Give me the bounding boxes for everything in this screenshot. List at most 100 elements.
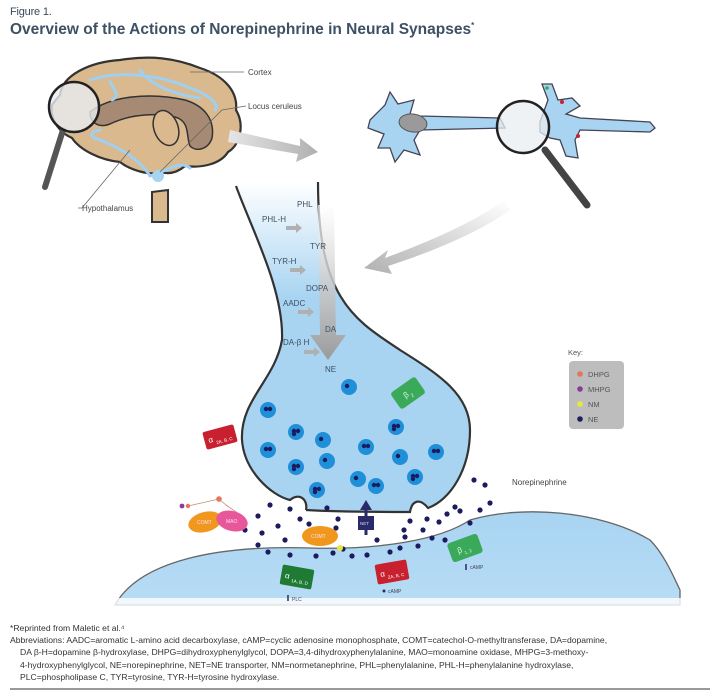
effector-plc: PLC [292,597,302,603]
vesicle [288,459,304,475]
presynaptic-membrane-bottom [305,181,472,514]
ne-molecule [255,542,261,548]
substrate-da: DA [325,325,337,334]
legend-label-mhpg: MHPG [588,385,611,394]
red-receptor-dot [560,100,564,104]
ne-molecule [487,500,493,506]
ne-molecule [282,537,288,543]
ne-molecule [402,534,408,540]
abbreviations-line-3: 4-hydroxyphenylglycol, NE=norepinephrine… [20,659,574,670]
synthesis-pathway-arrow [310,205,346,360]
substrate-phl: PHL [297,200,313,209]
mao-label: MAO [226,519,238,525]
abbreviations-line-1: Abbreviations: AADC=aromatic L-amino aci… [10,635,608,646]
label-hypothalamus: Hypothalamus [82,204,133,213]
ne-molecule [444,511,450,517]
vesicle [341,379,357,395]
ne-molecule [471,477,477,483]
hypothalamus-leader-line [78,149,131,209]
norepinephrine-diagram: Cortex Locus ceruleus Hypothalamus PHL P [42,56,700,610]
vesicle [358,439,374,455]
metabolism-path-line [187,498,243,517]
neuron-magnifier-lens [495,99,551,155]
presynaptic-beta2-receptor: β 2 [391,377,425,409]
vesicle [260,442,276,458]
green-receptor-dot [545,86,549,90]
receptor-subscript: 2A, B, C [387,572,405,580]
ne-molecule [467,520,473,526]
presynaptic-terminal [236,182,470,512]
net-label: NET [360,521,369,526]
substrate-dopa: DOPA [306,284,329,293]
label-locus-ceruleus: Locus ceruleus [248,102,302,111]
enzyme-da-beta-h: DA-β H [283,338,310,347]
ne-molecule [306,521,312,527]
ne-molecule [420,527,426,533]
ne-molecule [429,535,435,541]
neuron-magnifier-handle [541,146,591,209]
postsynaptic-alpha1-receptor: α 1A, B, D [279,564,315,590]
comt-center-label: COMT [311,534,326,540]
vesicle [288,424,304,440]
camp-signal-dot [382,589,386,593]
receptor-subscript: 1, 2 [464,548,473,555]
comt-left-label: COMT [197,520,212,526]
postsynaptic-membrane [113,511,681,606]
ne-molecule [442,537,448,543]
postsynaptic-fade [100,598,700,610]
ne-molecule [275,523,281,529]
ne-molecule [477,507,483,513]
nm-molecule [337,545,343,551]
legend-label-nm: NM [588,400,600,409]
vesicle [309,482,325,498]
effector-camp-alpha2: cAMP [388,589,402,595]
mhpg-molecule [179,503,185,509]
ne-molecule [482,482,488,488]
effector-camp-beta: cAMP [470,565,484,571]
ne-molecule [397,545,403,551]
legend-label-ne: NE [588,415,598,424]
presynaptic-membrane-left [234,185,308,511]
ne-molecule [436,519,442,525]
ne-molecule [324,505,330,511]
ne-molecule [457,508,463,514]
vesicle [319,453,335,469]
legend-swatch-ne [577,416,583,422]
receptor-symbol: β [456,545,464,555]
red-receptor-dot [576,134,580,138]
enzyme-aadc: AADC [283,299,305,308]
ne-molecule [349,553,355,559]
receptor-symbol: β [402,390,411,400]
receptor-subscript: 2A, B, C [216,436,234,445]
ne-molecule [330,550,336,556]
ne-molecule [452,504,458,510]
ne-molecule [407,518,413,524]
figure-title-marker: * [471,21,475,30]
ne-molecule [387,549,393,555]
label-cortex: Cortex [248,68,272,77]
ne-molecule [335,516,341,522]
vesicle [368,478,384,494]
vesicle [350,471,366,487]
legend-swatch-nm [577,401,583,407]
reprint-note: *Reprinted from Maletic et al.⁴ [10,623,125,633]
legend-box [569,361,624,429]
ne-molecule [287,506,293,512]
comt-enzyme-left: COMT [188,511,222,533]
ne-molecule [287,552,293,558]
neuron-pair-illustration [367,83,656,209]
zoom-arrow-brain-to-neuron [228,130,318,162]
ne-molecule [255,513,261,519]
abbreviations-line-2: DA β-H=dopamine β-hydroxylase, DHPG=dihy… [20,647,589,658]
postsynaptic-beta-receptor: β 1, 2 [447,533,483,563]
substrate-tyr: TYR [310,242,326,251]
brain-magnifier-handle [42,127,66,190]
ne-molecule [364,552,370,558]
figure-label: Figure 1. [10,6,52,18]
ne-molecule [313,553,319,559]
brain-illustration: Cortex Locus ceruleus Hypothalamus [42,56,302,223]
ne-molecule [424,516,430,522]
ne-molecule [267,502,273,508]
enzyme-phl-h: PHL-H [262,215,286,224]
receptor-symbol: α [379,569,385,579]
